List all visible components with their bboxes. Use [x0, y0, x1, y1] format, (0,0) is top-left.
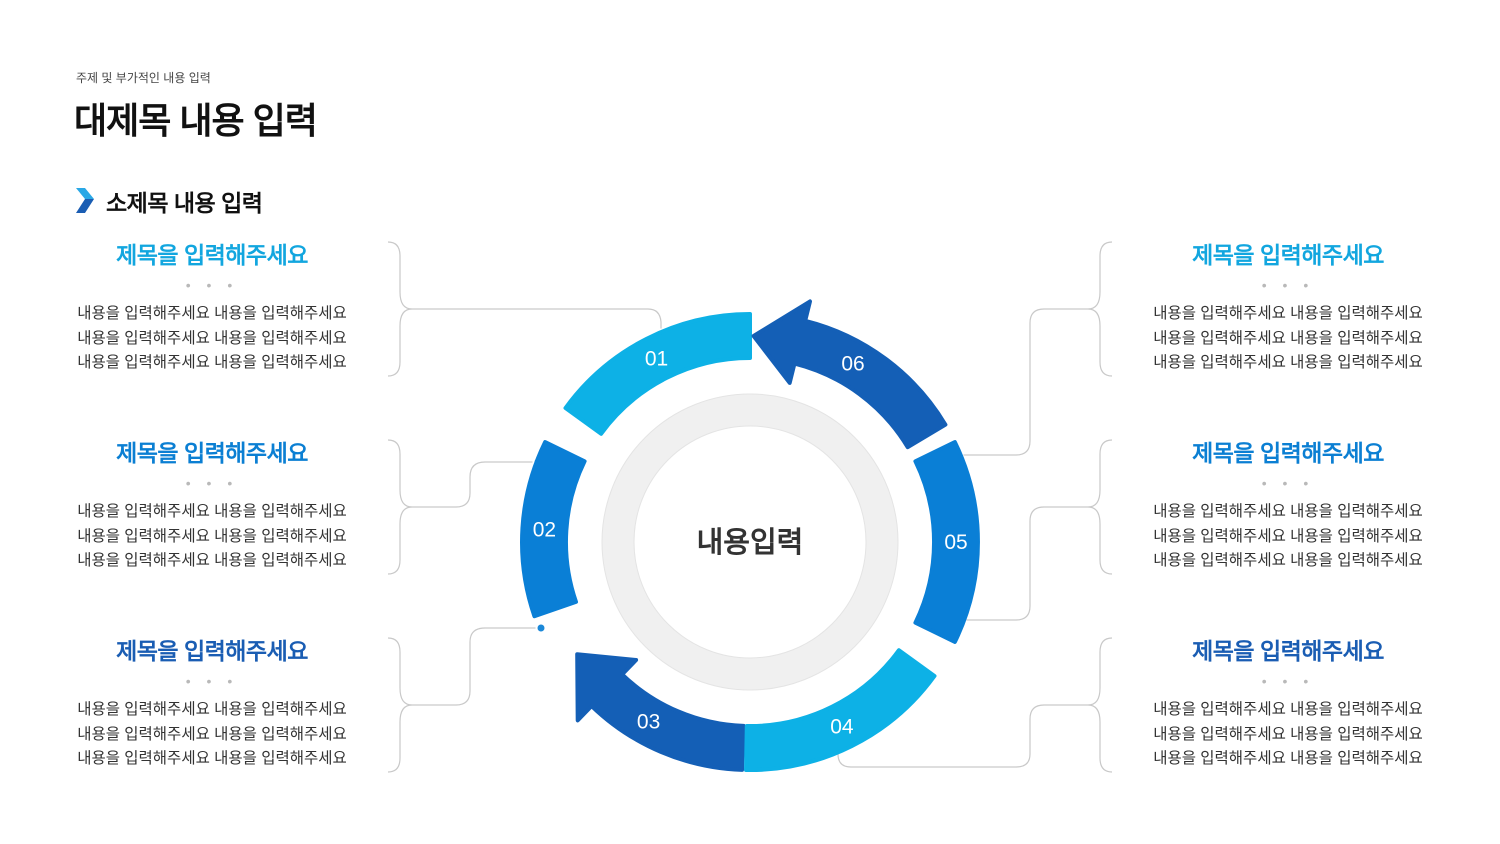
- left-block-1: 제목을 입력해주세요 • • • 내용을 입력해주세요 내용을 입력해주세요 내…: [57, 240, 367, 376]
- body-line: 내용을 입력해주세요 내용을 입력해주세요: [77, 552, 347, 569]
- connector-06: [958, 308, 1088, 456]
- segments-group: 01 02 03 04 05 06: [520, 299, 980, 773]
- connector-dot-03: [535, 622, 547, 634]
- segment-label-03: 03: [637, 710, 660, 733]
- right-block-3: 제목을 입력해주세요 • • • 내용을 입력해주세요 내용을 입력해주세요 내…: [1133, 636, 1443, 772]
- right-bracket-1: [1087, 241, 1113, 377]
- block-title: 제목을 입력해주세요: [1192, 242, 1384, 268]
- dots-separator: • • •: [185, 475, 239, 491]
- right-bracket-3: [1087, 637, 1113, 773]
- block-body: 내용을 입력해주세요 내용을 입력해주세요 내용을 입력해주세요 내용을 입력해…: [57, 302, 367, 376]
- body-line: 내용을 입력해주세요 내용을 입력해주세요: [77, 305, 347, 322]
- dots-separator: • • •: [185, 277, 239, 293]
- body-line: 내용을 입력해주세요 내용을 입력해주세요: [1153, 354, 1423, 371]
- left-bracket-2: [387, 439, 413, 575]
- right-block-1: 제목을 입력해주세요 • • • 내용을 입력해주세요 내용을 입력해주세요 내…: [1133, 240, 1443, 376]
- eyebrow-text: 주제 및 부가적인 내용 입력: [76, 71, 211, 85]
- dots-separator: • • •: [185, 673, 239, 689]
- body-line: 내용을 입력해주세요 내용을 입력해주세요: [1153, 725, 1423, 743]
- center-label: 내용입력: [697, 526, 804, 559]
- dots-separator: • • •: [1261, 673, 1315, 689]
- block-body: 내용을 입력해주세요 내용을 입력해주세요 내용을 입력해주세요 내용을 입력해…: [1133, 698, 1443, 772]
- segment-label-04: 04: [830, 715, 854, 738]
- left-bracket-1: [387, 241, 413, 377]
- left-block-2: 제목을 입력해주세요 • • • 내용을 입력해주세요 내용을 입력해주세요 내…: [57, 438, 367, 574]
- section-subtitle: 소제목 내용 입력: [106, 190, 263, 216]
- subtitle-row: 소제목 내용 입력: [76, 184, 263, 218]
- body-line: 내용을 입력해주세요 내용을 입력해주세요: [1153, 701, 1423, 718]
- segment-label-05: 05: [944, 531, 967, 554]
- segment-05: [913, 440, 980, 644]
- dots-separator: • • •: [1261, 277, 1315, 293]
- segment-06: [751, 299, 948, 450]
- segment-03: [575, 652, 746, 772]
- connector-lines: [387, 241, 1113, 773]
- connector-05: [961, 506, 1088, 621]
- segment-label-02: 02: [533, 518, 556, 541]
- block-title: 제목을 입력해주세요: [116, 242, 308, 268]
- left-bracket-3: [387, 637, 413, 773]
- block-title: 제목을 입력해주세요: [116, 638, 308, 664]
- block-title: 제목을 입력해주세요: [116, 440, 308, 466]
- body-line: 내용을 입력해주세요 내용을 입력해주세요: [1153, 305, 1423, 322]
- block-body: 내용을 입력해주세요 내용을 입력해주세요 내용을 입력해주세요 내용을 입력해…: [57, 698, 367, 772]
- center-ring: [601, 393, 899, 691]
- segment-label-06: 06: [841, 353, 864, 376]
- body-line: 내용을 입력해주세요 내용을 입력해주세요: [1153, 503, 1423, 520]
- body-line: 내용을 입력해주세요 내용을 입력해주세요: [1153, 750, 1423, 767]
- right-block-2: 제목을 입력해주세요 • • • 내용을 입력해주세요 내용을 입력해주세요 내…: [1133, 438, 1443, 574]
- body-line: 내용을 입력해주세요 내용을 입력해주세요: [77, 725, 347, 743]
- segment-label-01: 01: [645, 348, 668, 371]
- left-block-3: 제목을 입력해주세요 • • • 내용을 입력해주세요 내용을 입력해주세요 내…: [57, 636, 367, 772]
- page-title: 대제목 내용 입력: [74, 100, 318, 141]
- segment-02: [520, 440, 587, 619]
- block-body: 내용을 입력해주세요 내용을 입력해주세요 내용을 입력해주세요 내용을 입력해…: [57, 500, 367, 574]
- body-line: 내용을 입력해주세요 내용을 입력해주세요: [77, 750, 347, 767]
- body-line: 내용을 입력해주세요 내용을 입력해주세요: [77, 701, 347, 718]
- body-line: 내용을 입력해주세요 내용을 입력해주세요: [1153, 329, 1423, 347]
- block-body: 내용을 입력해주세요 내용을 입력해주세요 내용을 입력해주세요 내용을 입력해…: [1133, 302, 1443, 376]
- segment-01: [563, 312, 752, 436]
- chevron-right-icon: [76, 188, 94, 213]
- dots-separator: • • •: [1261, 475, 1315, 491]
- connector-04: [837, 704, 1088, 768]
- block-title: 제목을 입력해주세요: [1192, 440, 1384, 466]
- body-line: 내용을 입력해주세요 내용을 입력해주세요: [77, 503, 347, 520]
- connector-03: [412, 627, 541, 706]
- connector-02: [412, 461, 538, 508]
- body-line: 내용을 입력해주세요 내용을 입력해주세요: [1153, 527, 1423, 545]
- block-title: 제목을 입력해주세요: [1192, 638, 1384, 664]
- body-line: 내용을 입력해주세요 내용을 입력해주세요: [1153, 552, 1423, 569]
- body-line: 내용을 입력해주세요 내용을 입력해주세요: [77, 329, 347, 347]
- body-line: 내용을 입력해주세요 내용을 입력해주세요: [77, 527, 347, 545]
- connector-01: [412, 308, 662, 334]
- right-bracket-2: [1087, 439, 1113, 575]
- segment-04: [744, 648, 937, 773]
- block-body: 내용을 입력해주세요 내용을 입력해주세요 내용을 입력해주세요 내용을 입력해…: [1133, 500, 1443, 574]
- body-line: 내용을 입력해주세요 내용을 입력해주세요: [77, 354, 347, 371]
